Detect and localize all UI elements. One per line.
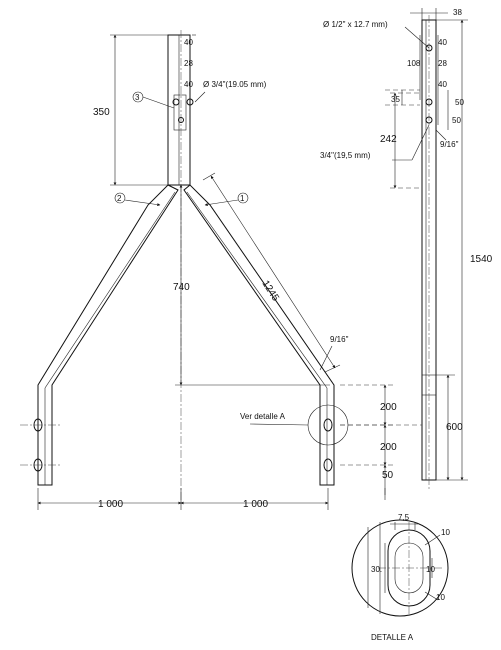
- dim-28: 28: [184, 59, 193, 68]
- detail-a: 7,5 10 30. 10 10 DETALLE A: [351, 488, 450, 642]
- balloon-2: [114, 192, 126, 204]
- dim-1245: 1245: [259, 279, 281, 304]
- side-dim-1540: 1540: [470, 254, 493, 265]
- side-hole2-label: 3/4"(19,5 mm): [320, 151, 371, 160]
- right-arm-slot-1: [323, 418, 333, 432]
- side-hole-1: [425, 44, 433, 52]
- side-dim-108: 108: [407, 59, 421, 68]
- dim-200-a: 200: [380, 402, 397, 413]
- balloon-1-text: 1: [240, 194, 245, 203]
- detail-dim-10-a: 10: [441, 528, 450, 537]
- hole-label-front: Ø 3/4"(19.05 mm): [203, 80, 267, 89]
- post-hole-1: [172, 98, 180, 106]
- detail-dim-7-5: 7,5: [398, 513, 410, 522]
- balloon-3-text: 3: [135, 93, 140, 102]
- side-dim-50-a: 50: [455, 98, 464, 107]
- side-hole-3: [425, 116, 433, 124]
- right-arm-slot-2: [323, 458, 333, 472]
- balloon-2-text: 2: [117, 194, 122, 203]
- dim-38: 38: [453, 8, 462, 17]
- dim-50: 50: [382, 470, 394, 481]
- post-hole-3: [178, 117, 184, 123]
- dim-1000-right: 1 000: [243, 499, 268, 510]
- dim-1000-left: 1 000: [98, 499, 123, 510]
- post-hole-2: [186, 98, 194, 106]
- detail-dim-30: 30.: [371, 565, 382, 574]
- side-dim-40-b: 40: [438, 80, 447, 89]
- side-dim-35: 35: [391, 95, 400, 104]
- side-hole-2: [425, 98, 433, 106]
- detail-a-circle: [351, 519, 449, 617]
- right-arm: [183, 184, 335, 486]
- front-view: 350 40 28 40 Ø 3/4"(19.05 mm) 3 2 1 1245…: [20, 30, 397, 510]
- side-dim-600: 600: [446, 422, 463, 433]
- side-dim-242: 242: [380, 134, 397, 145]
- side-view: 38 Ø 1/2" x 12.7 mm) 40 108 28 40 35 50 …: [320, 8, 493, 490]
- dim-40-b: 40: [184, 80, 193, 89]
- detail-dim-10-b: 10: [426, 565, 435, 574]
- side-dim-28: 28: [438, 59, 447, 68]
- dim-350: 350: [93, 107, 110, 118]
- side-dim-40-a: 40: [438, 38, 447, 47]
- dim-40-top: 40: [184, 38, 193, 47]
- dim-200-b: 200: [380, 442, 397, 453]
- slot-label-front: 9/16": [330, 335, 349, 344]
- side-slot-label: 9/16": [440, 140, 459, 149]
- dim-740: 740: [173, 282, 190, 293]
- detail-dim-10-c: 10: [436, 593, 445, 602]
- side-dim-50-b: 50: [452, 116, 461, 125]
- detail-callout-text: Ver detalle A: [240, 412, 286, 421]
- left-arm: [37, 184, 179, 486]
- detail-a-title: DETALLE A: [371, 633, 414, 642]
- hole-label-side: Ø 1/2" x 12.7 mm): [323, 20, 388, 29]
